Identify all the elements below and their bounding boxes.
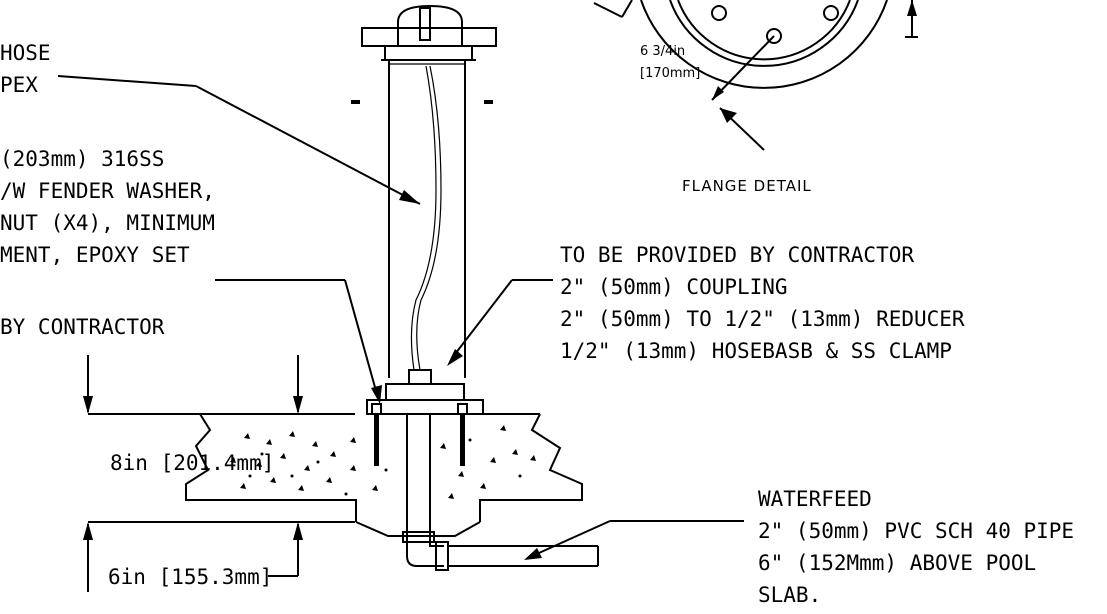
anchor-label-line1: (203mm) 316SS [0,147,164,171]
bolt-hole [823,5,839,21]
contractor-label-line1: TO BE PROVIDED BY CONTRACTOR [560,243,914,267]
below-slab-label: 6in [155.3mm] [108,565,272,589]
flange-detail-title: FLANGE DETAIL [682,177,812,195]
contractor-label-line2: 2" (50mm) COUPLING [560,275,788,299]
waterfeed-pipe [402,531,599,571]
flange-detail: 6 3/4in [170mm] FLANGE DETAIL [593,0,918,195]
slab-thickness-label: 8in [201.4mm] [110,451,274,475]
anchor-label-line4: MENT, EPOXY SET [0,243,190,267]
waterfeed-label-line3: 6" (152Mmm) ABOVE POOL [758,551,1036,575]
leader-lines [57,75,744,560]
hose-label-line2: PEX [0,73,38,97]
anchor-label-line2: /W FENDER WASHER, [0,179,215,203]
contractor-label-line3: 2" (50mm) TO 1/2" (13mm) REDUCER [560,307,965,331]
contractor-label-line4: 1/2" (13mm) HOSEBASB & SS CLAMP [560,339,952,363]
waterfeed-label-line1: WATERFEED [758,487,872,511]
anchor-label-line5: BY CONTRACTOR [0,315,165,339]
bolt-hole [711,5,727,21]
concrete-slab [88,413,583,537]
stanchion-post [351,4,497,535]
waterfeed-label-line4: SLAB. [758,583,821,607]
flange-dimension-mm: [170mm] [640,66,700,81]
flange-dimension-inches: 6 3/4in [640,44,685,59]
hose-label-line1: HOSE [0,41,51,65]
waterfeed-label-line2: 2" (50mm) PVC SCH 40 PIPE [758,519,1074,543]
anchor-label-line3: NUT (X4), MINIMUM [0,211,215,235]
dimension-lines [83,355,303,592]
annotations: HOSE PEX (203mm) 316SS /W FENDER WASHER,… [0,41,1074,607]
bolt-hole [766,28,782,44]
